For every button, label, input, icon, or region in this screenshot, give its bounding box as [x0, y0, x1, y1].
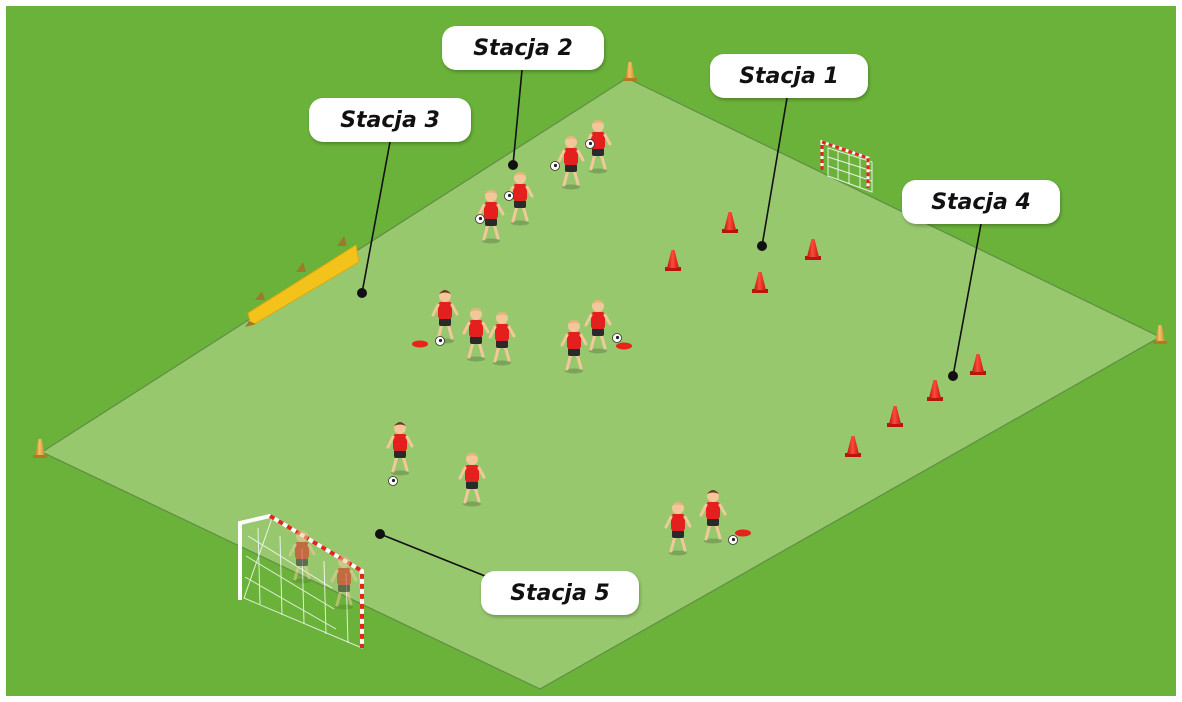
ball-icon — [476, 215, 485, 224]
ball-icon — [586, 140, 595, 149]
station-2-text: Stacja 2 — [473, 36, 573, 61]
disc-cone-icon — [412, 341, 428, 348]
marker-dot-s1 — [757, 241, 767, 251]
disc-cone-icon — [735, 530, 751, 537]
station-3-text: Stacja 3 — [340, 108, 440, 133]
disc-cone-icon — [616, 343, 632, 350]
station-4-text: Stacja 4 — [931, 190, 1031, 215]
station-4-label: Stacja 4 — [902, 180, 1060, 224]
marker-dot-s5 — [375, 529, 385, 539]
station-3-label: Stacja 3 — [309, 98, 471, 142]
station-1-text: Stacja 1 — [739, 64, 839, 89]
ball-icon — [436, 337, 445, 346]
marker-dot-s4 — [948, 371, 958, 381]
station-1-label: Stacja 1 — [710, 54, 868, 98]
marker-dot-s3 — [357, 288, 367, 298]
ball-icon — [729, 536, 738, 545]
marker-dot-s2 — [508, 160, 518, 170]
ball-icon — [551, 162, 560, 171]
station-2-label: Stacja 2 — [442, 26, 604, 70]
ball-icon — [389, 477, 398, 486]
ball-icon — [613, 334, 622, 343]
station-5-label: Stacja 5 — [481, 571, 639, 615]
station-5-text: Stacja 5 — [510, 581, 610, 606]
ball-icon — [505, 192, 514, 201]
